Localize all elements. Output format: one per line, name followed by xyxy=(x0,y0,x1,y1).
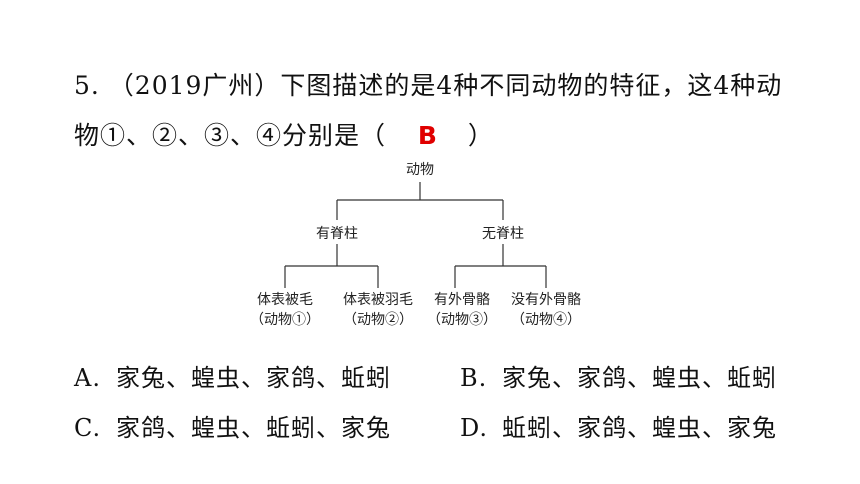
node-vertebrate: 有脊柱 xyxy=(316,226,358,242)
option-d-text: 蚯蚓、家鸽、蝗虫、家兔 xyxy=(502,414,777,442)
option-b[interactable]: B. 家兔、家鸽、蝗虫、蚯蚓 xyxy=(460,358,777,393)
option-c[interactable]: C. 家鸽、蝗虫、蚯蚓、家兔 xyxy=(74,408,391,443)
leaf-2-feature: 体表被羽毛 xyxy=(343,292,413,308)
option-a[interactable]: A. 家兔、蝗虫、家鸽、蚯蚓 xyxy=(74,358,391,393)
question-text-2: 物①、②、③、④分别是（ xyxy=(74,121,387,150)
leaf-1-animal: （动物①） xyxy=(250,312,320,328)
question-line-2: 物①、②、③、④分别是（ B ） xyxy=(74,116,494,152)
option-d[interactable]: D. 蚯蚓、家鸽、蝗虫、家兔 xyxy=(460,408,777,443)
answer-letter: B xyxy=(417,121,438,150)
option-a-text: 家兔、蝗虫、家鸽、蚯蚓 xyxy=(116,364,391,392)
node-invertebrate: 无脊柱 xyxy=(482,226,524,242)
leaf-2-animal: （动物②） xyxy=(343,312,413,328)
question-line-1: 5. （2019广州）下图描述的是4种不同动物的特征，这4种动 xyxy=(74,66,782,102)
question-close-paren: ） xyxy=(467,121,494,150)
leaf-4-feature: 没有外骨骼 xyxy=(511,292,581,308)
leaf-1-feature: 体表被毛 xyxy=(257,292,313,308)
option-d-letter: D. xyxy=(460,414,489,442)
option-c-text: 家鸽、蝗虫、蚯蚓、家兔 xyxy=(116,414,391,442)
question-text-1: 5. （2019广州）下图描述的是4种不同动物的特征，这4种动 xyxy=(74,71,783,100)
option-b-text: 家兔、家鸽、蝗虫、蚯蚓 xyxy=(502,364,777,392)
leaf-3-feature: 有外骨骼 xyxy=(434,292,490,308)
node-root: 动物 xyxy=(406,162,434,178)
leaf-4-animal: （动物④） xyxy=(511,312,581,328)
option-b-letter: B. xyxy=(460,364,488,392)
diagram-connectors xyxy=(284,182,547,288)
option-c-letter: C. xyxy=(74,414,102,442)
option-a-letter: A. xyxy=(74,364,101,392)
leaf-3-animal: （动物③） xyxy=(427,312,497,328)
